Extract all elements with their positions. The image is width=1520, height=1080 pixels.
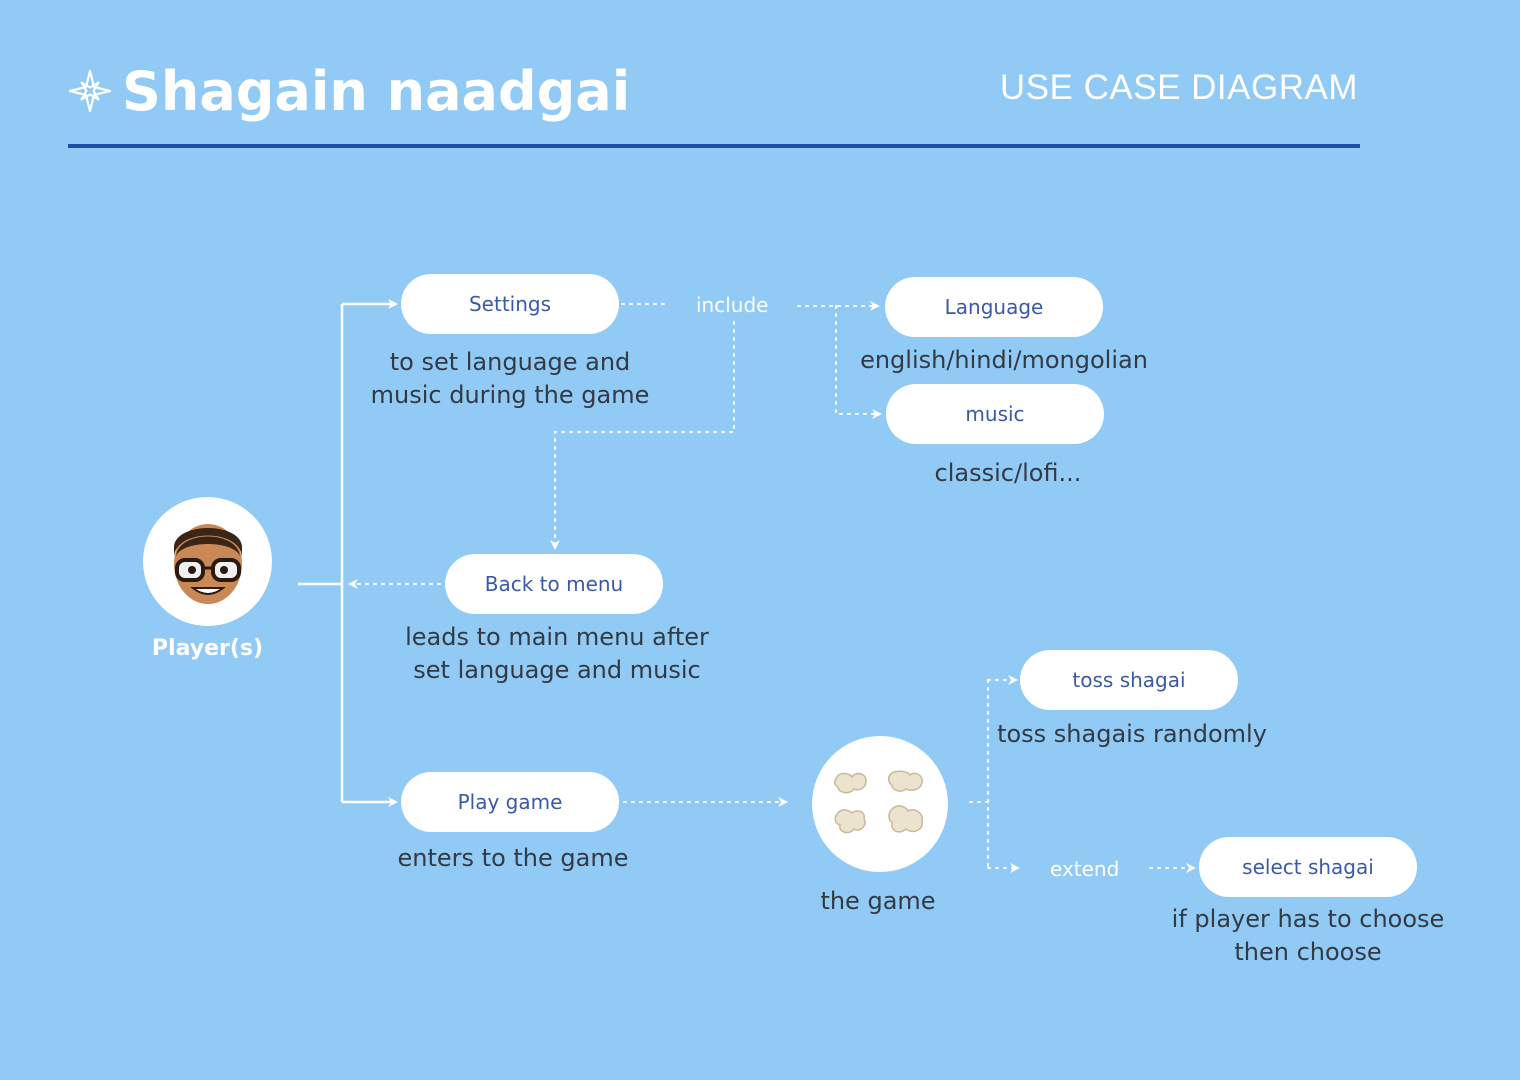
back-to-menu-label: Back to menu	[484, 572, 624, 596]
header-divider	[68, 144, 1360, 148]
play-game-label: Play game	[457, 790, 563, 814]
settings-description: to set language and music during the gam…	[360, 346, 660, 412]
extend-label: extend	[1050, 857, 1120, 881]
use-case-settings[interactable]: Settings	[401, 274, 619, 334]
page-title: Shagain naadgai	[68, 56, 630, 126]
actor-avatar	[143, 497, 272, 626]
title-text: Shagain naadgai	[122, 59, 631, 123]
include-label: include	[696, 293, 769, 317]
use-case-select-shagai[interactable]: select shagai	[1199, 837, 1417, 897]
the-game-label: the game	[820, 887, 936, 915]
settings-desc-line2: music during the game	[370, 381, 650, 409]
the-game-node[interactable]	[812, 736, 948, 872]
select-shagai-label: select shagai	[1242, 855, 1374, 879]
use-case-toss-shagai[interactable]: toss shagai	[1020, 650, 1238, 710]
toss-shagai-label: toss shagai	[1072, 668, 1186, 692]
use-case-play-game[interactable]: Play game	[401, 772, 619, 832]
language-description: english/hindi/mongolian	[860, 346, 1148, 374]
actor-label: Player(s)	[151, 636, 264, 661]
use-case-language[interactable]: Language	[885, 277, 1103, 337]
settings-desc-line1: to set language and	[389, 348, 631, 376]
select-shagai-description: if player has to choose then choose	[1148, 903, 1468, 969]
select-desc-line1: if player has to choose	[1171, 905, 1445, 933]
settings-label: Settings	[468, 292, 552, 316]
music-label: music	[965, 402, 1025, 426]
compass-star-icon	[68, 69, 112, 113]
back-desc-line1: leads to main menu after	[405, 623, 709, 651]
diagram-type-label: USE CASE DIAGRAM	[999, 68, 1358, 107]
music-description: classic/lofi...	[934, 459, 1082, 487]
include-music-line	[835, 305, 882, 419]
back-desc-line2: set language and music	[413, 656, 701, 684]
use-case-back-to-menu[interactable]: Back to menu	[445, 554, 663, 614]
shagai-bones-image	[833, 770, 923, 834]
play-game-description: enters to the game	[397, 844, 629, 872]
toss-shagai-description: toss shagais randomly	[997, 720, 1267, 748]
use-case-music[interactable]: music	[886, 384, 1104, 444]
back-to-menu-description: leads to main menu after set language an…	[392, 621, 722, 687]
language-label: Language	[944, 295, 1044, 319]
person-with-glasses-avatar	[173, 523, 242, 604]
select-desc-line2: then choose	[1234, 938, 1382, 966]
include-back-line	[550, 321, 735, 550]
